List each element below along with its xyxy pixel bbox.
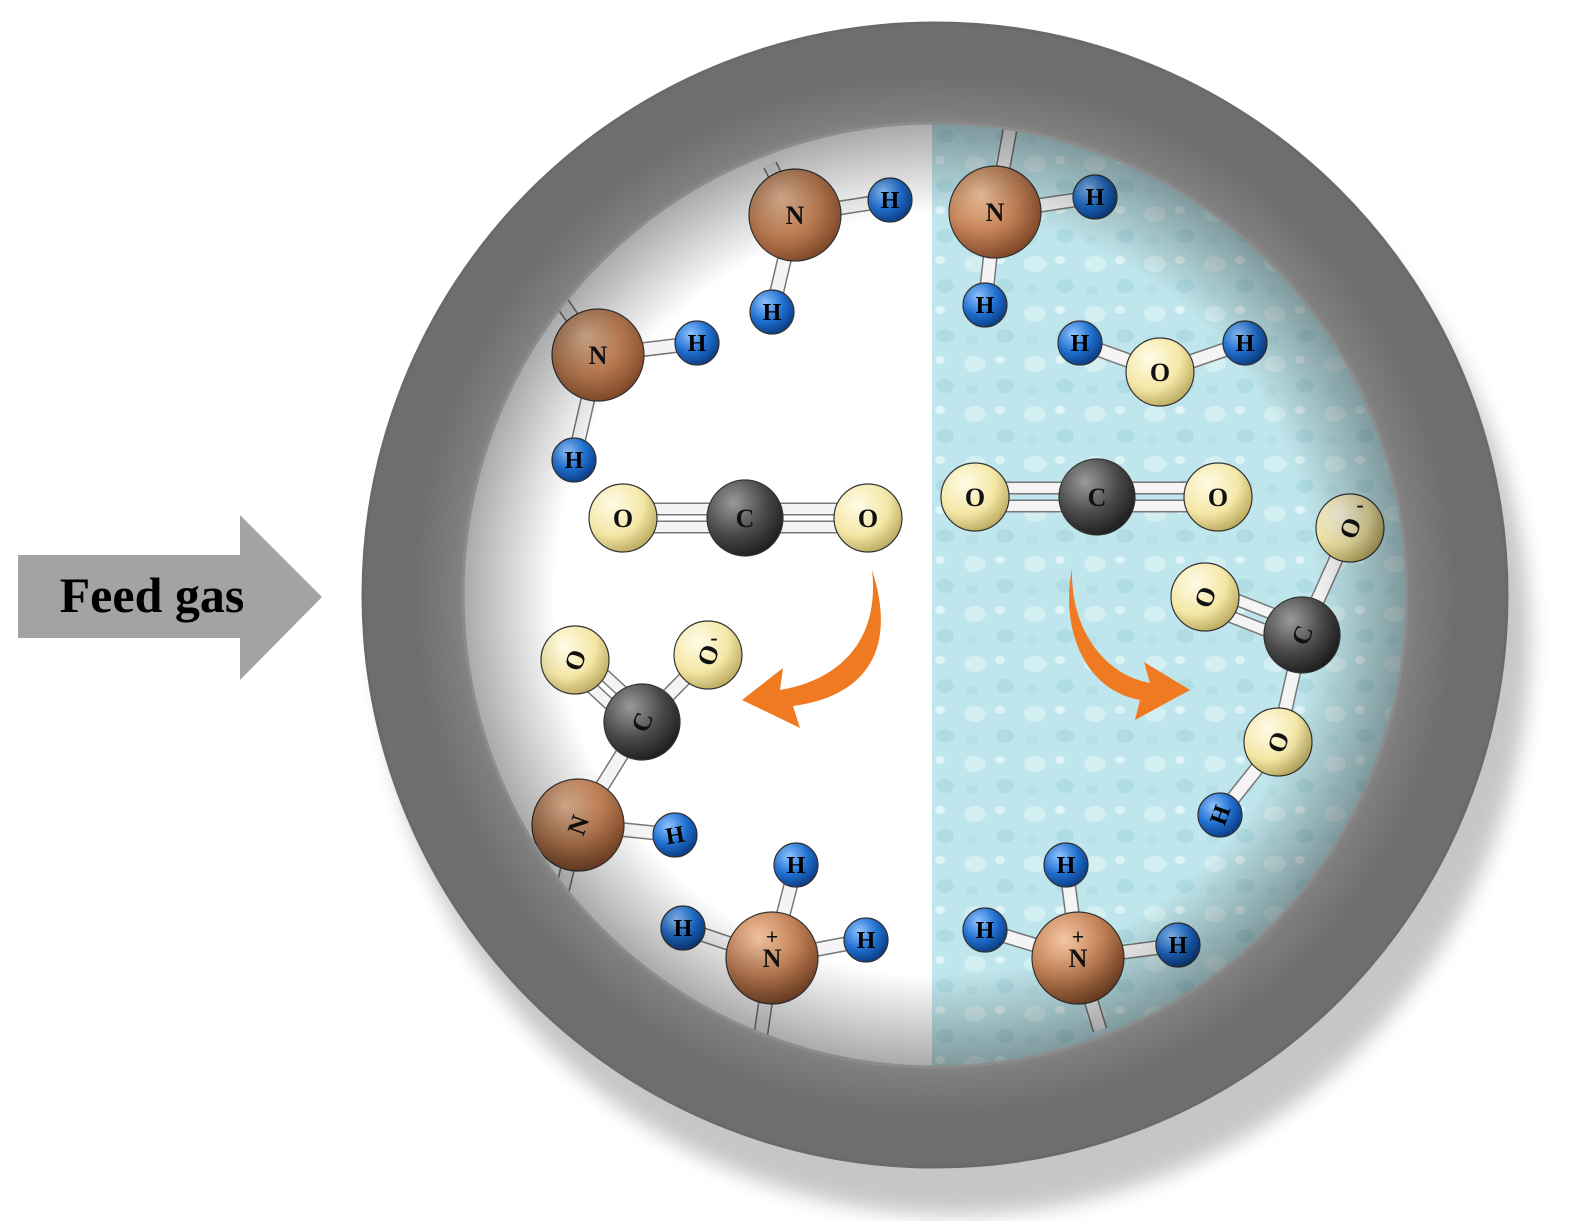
reaction-arrow-right [1069, 568, 1190, 720]
reaction-arrow-left [742, 570, 881, 728]
pore-ring-inner-edge [461, 121, 1409, 1069]
pore-ring [363, 23, 1507, 1167]
feed-gas-arrow-shape [18, 515, 322, 680]
reaction-arrow-left-shape [742, 570, 881, 728]
feed-gas-label: Feed gas [60, 567, 245, 623]
pore-edge-shade [460, 120, 1410, 1070]
reaction-arrow-right-shape [1069, 568, 1190, 720]
feed-gas-arrow: Feed gas [18, 515, 322, 680]
pore-ring-outer-edge [361, 21, 1509, 1169]
pore-interior: NHHNHHOCOOO-CNHN+HHHNHHOHHOCOCO-OOHN+HHH [460, 120, 1410, 1070]
